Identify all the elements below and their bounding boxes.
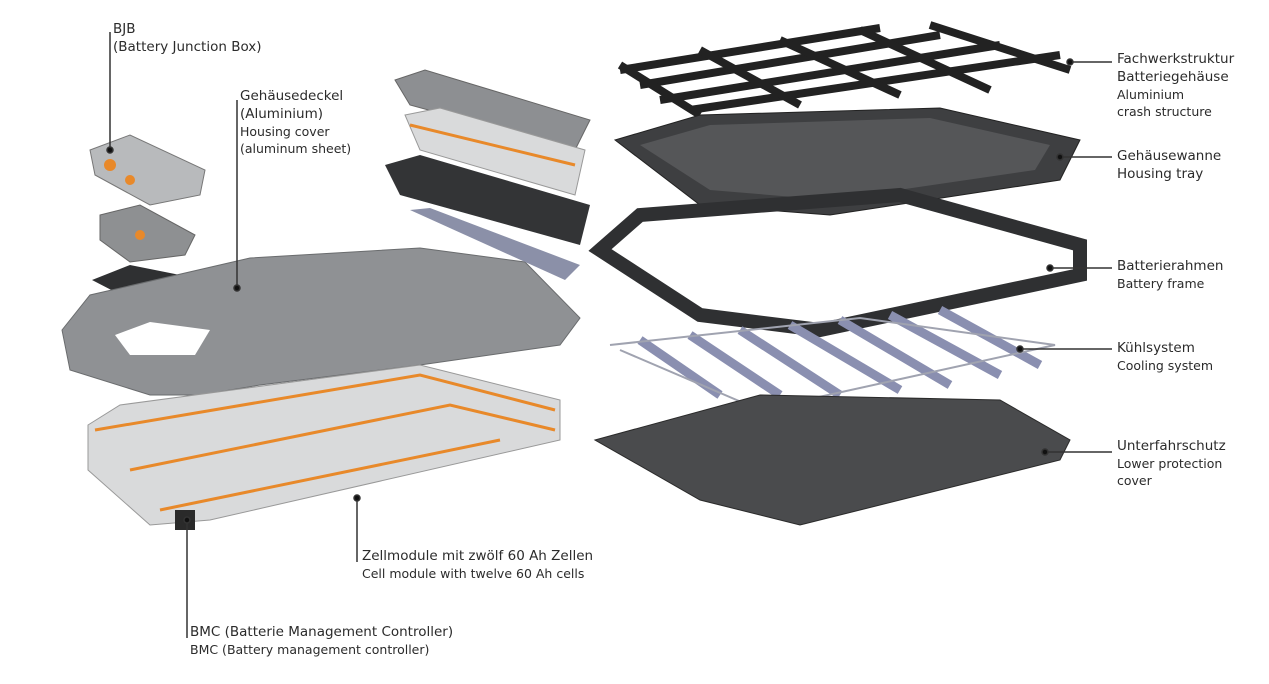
leader-lines	[106, 32, 1112, 638]
label-cell-module: Zellmodule mit zwölf 60 Ah Zellen Cell m…	[362, 548, 594, 581]
label-crash-structure: Fachwerkstruktur Batteriegehäuse Alumini…	[1117, 51, 1235, 119]
cell-modules	[87, 364, 561, 530]
battery-frame	[588, 187, 1087, 338]
lower-protection-cover	[593, 394, 1071, 526]
label-bjb: BJB (Battery Junction Box)	[113, 21, 262, 55]
housing-cover	[61, 247, 581, 396]
cooling-system	[637, 306, 1043, 399]
label-cooling-system: Kühlsystem Cooling system	[1117, 340, 1213, 373]
label-bmc: BMC (Batterie Management Controller) BMC…	[190, 624, 454, 657]
label-lower-protection: Unterfahrschutz Lower protection cover	[1117, 438, 1226, 488]
label-housing-cover: Gehäusedeckel (Aluminium) Housing cover …	[240, 88, 352, 156]
crash-structure	[617, 21, 1072, 119]
label-housing-tray: Gehäusewanne Housing tray	[1117, 148, 1222, 182]
label-battery-frame: Batterierahmen Battery frame	[1117, 258, 1224, 291]
